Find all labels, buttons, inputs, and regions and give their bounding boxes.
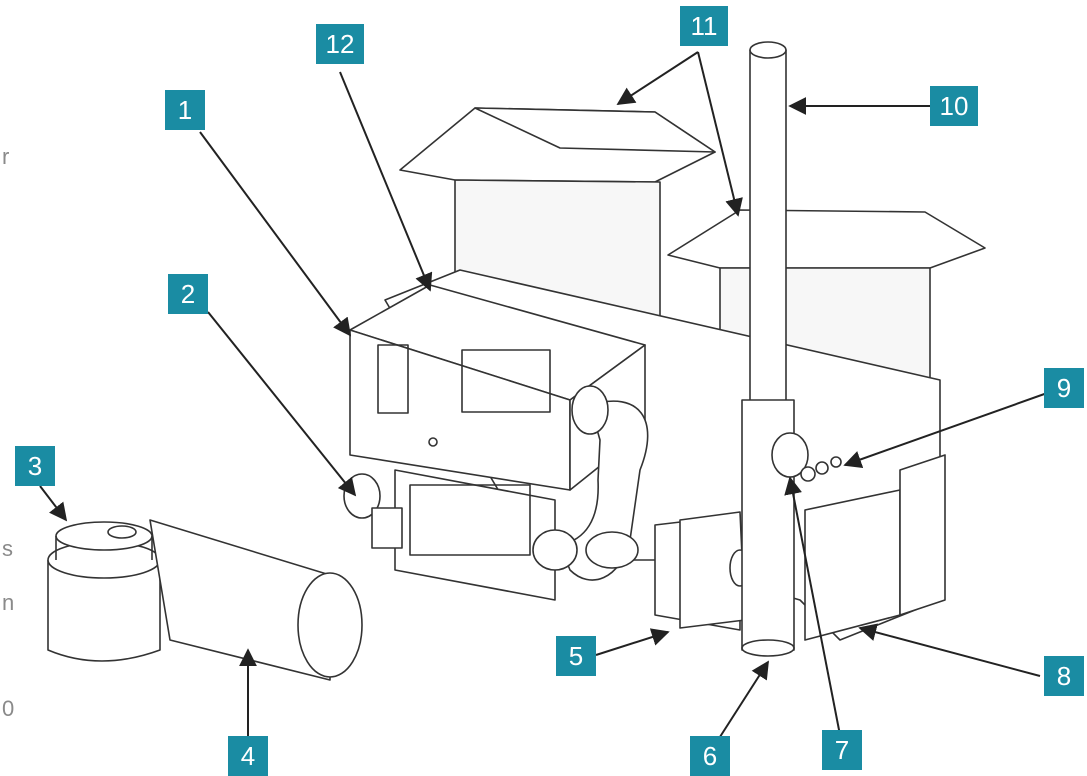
callout-badge-1: 1 <box>165 90 205 130</box>
day-tank <box>47 521 161 662</box>
callout-badge-3: 3 <box>15 446 55 486</box>
edge-fragment-r: r <box>2 144 10 169</box>
control-cabinet <box>349 284 646 491</box>
callout-7-leader <box>784 476 841 736</box>
edge-fragment-0: 0 <box>2 696 15 721</box>
callout-8-leader <box>858 623 1041 677</box>
callout-1-leader <box>199 131 352 337</box>
silencer-cylinder <box>149 519 363 681</box>
engine-frame <box>343 469 556 601</box>
callout-badge-11: 11 <box>680 6 728 46</box>
callout-12-leader <box>339 71 433 292</box>
port-connections <box>771 432 842 482</box>
callout-11-leader-a <box>616 51 699 105</box>
exhaust-elbow <box>532 385 649 581</box>
callout-11-leader-b <box>697 51 743 217</box>
callout-3-leader <box>39 485 68 522</box>
side-panels <box>804 454 946 641</box>
callout-badge-5: 5 <box>556 636 596 676</box>
callout-9-leader <box>843 391 1051 469</box>
callout-badge-12: 12 <box>316 24 364 64</box>
edge-fragment-s: s <box>2 536 13 561</box>
callout-2-leader <box>207 311 357 497</box>
callout-badge-8: 8 <box>1044 656 1084 696</box>
exhaust-stack <box>741 41 795 657</box>
callout-badge-4: 4 <box>228 736 268 776</box>
callout-badge-6: 6 <box>690 736 730 776</box>
callout-6-leader <box>717 660 769 741</box>
callout-badge-9: 9 <box>1044 368 1084 408</box>
radiator <box>654 511 751 631</box>
edge-fragment-n: n <box>2 590 15 615</box>
callout-5-leader <box>595 628 670 656</box>
callout-badge-7: 7 <box>822 730 862 770</box>
callout-badge-10: 10 <box>930 86 978 126</box>
callout-badge-2: 2 <box>168 274 208 314</box>
